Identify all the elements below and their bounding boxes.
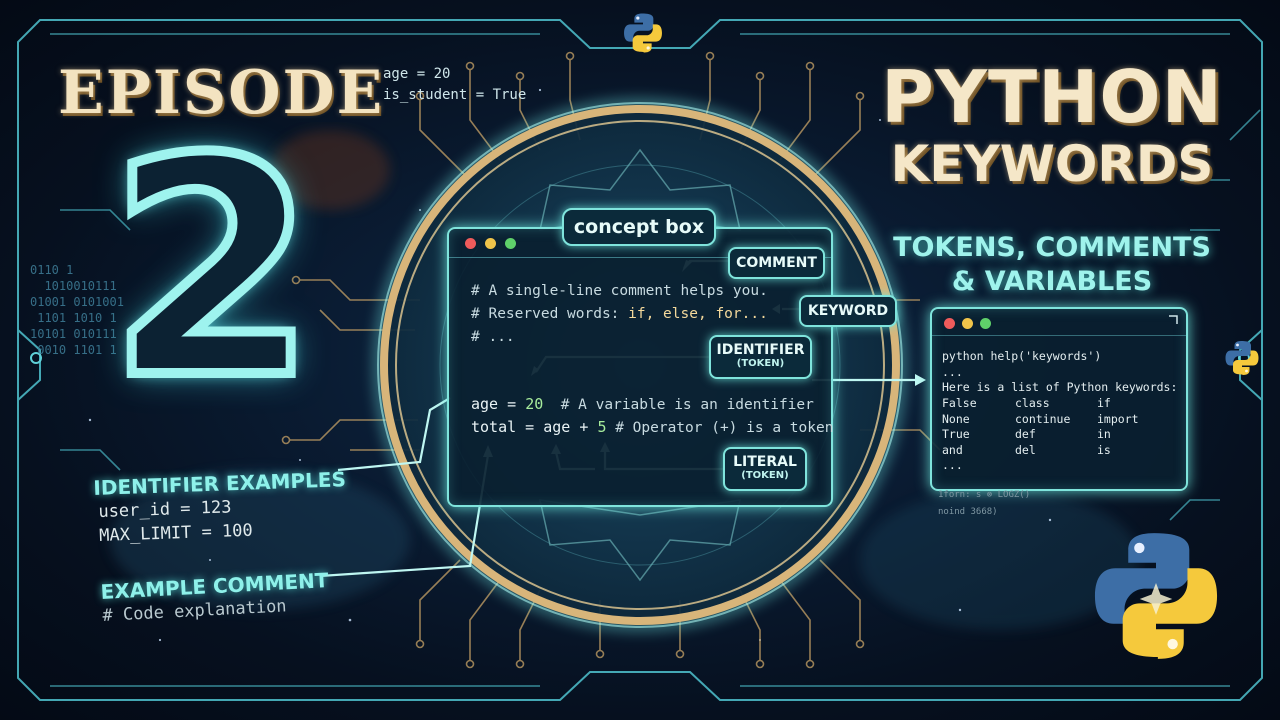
code-line: # Reserved words: if, else, for...	[471, 306, 768, 322]
code-number: 20	[525, 395, 544, 413]
keyword-cell: in	[1097, 427, 1111, 441]
identifier-example-line: MAX_LIMIT = 100	[98, 520, 254, 546]
keyword-row: True def in	[942, 427, 1139, 443]
python-logo-icon-top	[624, 13, 662, 53]
help-ellipsis: ...	[942, 364, 963, 379]
maximize-dot-icon	[980, 318, 991, 329]
keyword-cell: and	[942, 442, 963, 457]
top-code-line: age = 20	[383, 66, 451, 82]
keyword-cell: continue	[1015, 411, 1071, 426]
subtitle-line: & VARIABLES	[951, 266, 1153, 297]
code-line: age = 20 # A variable is an identifier	[471, 395, 814, 413]
identifier-label-text: IDENTIFIER	[716, 342, 805, 358]
expand-icon	[1169, 315, 1178, 324]
keyword-cell: class	[1015, 396, 1050, 410]
code-comment-text: # A variable is an identifier	[543, 397, 814, 413]
help-keywords-window: python help('keywords') ... Here is a li…	[930, 307, 1188, 491]
code-line: total = age + 5 # Operator (+) is a toke…	[471, 418, 833, 436]
code-line: # ...	[471, 329, 515, 345]
literal-label-sub: (TOKEN)	[741, 470, 789, 481]
help-command: python help('keywords')	[942, 349, 1102, 363]
keyword-cell: import	[1097, 411, 1139, 426]
subtitle-line: TOKENS, COMMENTS	[893, 232, 1211, 263]
identifier-examples-code: user_id = 123 MAX_LIMIT = 100	[98, 495, 253, 548]
faint-code-text: 1forn: s ⊗ LOGZ() noind 3668)	[938, 487, 1030, 521]
keyword-cell: None	[942, 411, 970, 426]
close-dot-icon	[465, 238, 476, 249]
title-keywords: KEYWORDS	[890, 135, 1214, 193]
keyword-row: False class if	[942, 396, 1139, 412]
literal-label: LITERAL (TOKEN)	[723, 447, 807, 491]
code-comment-text: # Operator (+) is a token	[606, 420, 834, 436]
keyword-table: False class if None continue import True def i…	[942, 396, 1139, 474]
code-text: total = age +	[471, 418, 598, 436]
minimize-dot-icon	[485, 238, 496, 249]
episode-number: 2	[103, 95, 322, 444]
keyword-row: None continue import	[942, 412, 1139, 428]
keyword-cell: def	[1015, 427, 1036, 441]
literal-label-text: LITERAL	[733, 454, 797, 470]
keyword-row: ...	[942, 458, 1139, 474]
identifier-example-line: user_id = 123	[98, 497, 232, 522]
code-keywords: if, else, for...	[628, 306, 768, 322]
title-block: PYTHON KEYWORDS	[866, 60, 1238, 194]
keyword-cell: is	[1097, 442, 1111, 457]
keyword-cell: True	[942, 427, 970, 441]
top-code-snippet: age = 20 is_student = True	[383, 64, 526, 106]
subtitle: TOKENS, COMMENTS & VARIABLES	[872, 231, 1232, 299]
minimize-dot-icon	[962, 318, 973, 329]
keyword-row: and del is	[942, 443, 1139, 459]
faint-line: 1forn: s ⊗ LOGZ()	[938, 490, 1031, 500]
maximize-dot-icon	[505, 238, 516, 249]
keyword-cell: if	[1097, 396, 1111, 410]
code-comment-text: # Reserved words:	[471, 306, 629, 322]
faint-line: noind 3668)	[938, 507, 998, 517]
python-logo-icon-large	[1094, 533, 1218, 659]
title-python: PYTHON	[881, 55, 1223, 139]
concept-box-label: concept box	[562, 208, 716, 246]
code-number: 5	[597, 418, 607, 436]
close-dot-icon	[944, 318, 955, 329]
code-line: # A single-line comment helps you.	[471, 283, 768, 299]
python-logo-icon-right	[1225, 341, 1259, 375]
keyword-label: KEYWORD	[799, 295, 897, 327]
help-ellipsis: ...	[942, 458, 963, 472]
help-text: python help('keywords') ... Here is a li…	[942, 349, 1177, 396]
binary-decoration: 0110 1 1010010111 01001 0101001 1101 101…	[30, 263, 124, 357]
comment-label: COMMENT	[728, 247, 825, 279]
episode-label: EPISODE	[58, 58, 385, 128]
code-text: age =	[471, 395, 526, 413]
top-code-line: is_student = True	[383, 87, 527, 103]
keyword-cell: False	[942, 396, 977, 410]
identifier-label-sub: (TOKEN)	[736, 358, 785, 369]
identifier-label: IDENTIFIER (TOKEN)	[709, 335, 812, 379]
help-intro: Here is a list of Python keywords:	[942, 380, 1178, 394]
keyword-cell: del	[1015, 442, 1036, 457]
